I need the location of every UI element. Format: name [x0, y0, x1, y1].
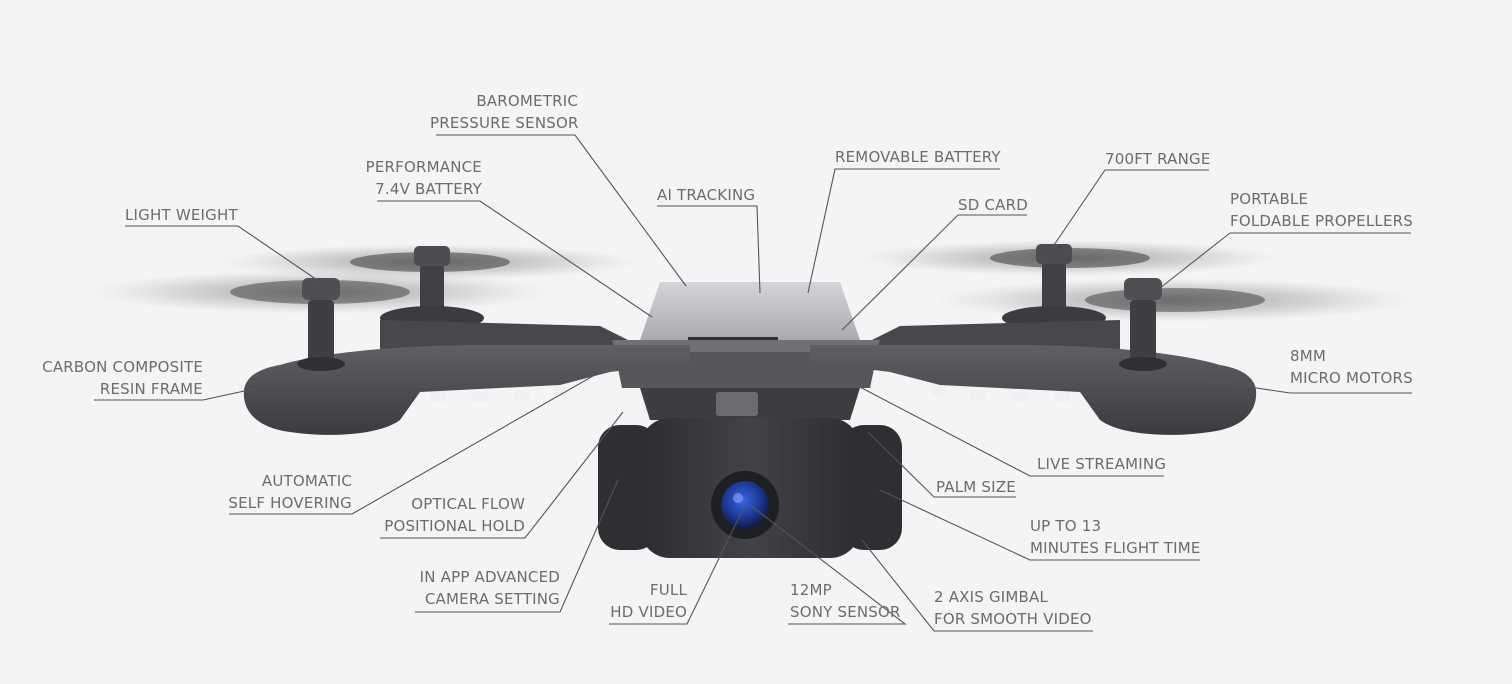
label-palm-size: PALM SIZE	[936, 478, 1016, 496]
label-micro-motors: 8MM MICRO MOTORS	[1290, 347, 1413, 387]
label-full-hd-video: FULL HD VIDEO	[610, 581, 687, 621]
frame-arm-left	[243, 345, 690, 435]
label-performance-battery: PERFORMANCE 7.4V BATTERY	[365, 158, 482, 198]
label-self-hovering: AUTOMATIC SELF HOVERING	[228, 472, 352, 512]
motor-right-front	[1119, 278, 1167, 371]
label-ai-tracking: AI TRACKING	[657, 186, 756, 204]
label-gimbal: 2 AXIS GIMBAL FOR SMOOTH VIDEO	[934, 588, 1092, 628]
camera-gimbal	[598, 418, 902, 558]
label-in-app-camera-setting: IN APP ADVANCED CAMERA SETTING	[419, 568, 560, 608]
label-light-weight: LIGHT WEIGHT	[125, 206, 238, 224]
motor-left-front	[297, 278, 345, 371]
label-optical-flow: OPTICAL FLOW POSITIONAL HOLD	[384, 495, 525, 535]
label-barometric-pressure-sensor: BAROMETRIC PRESSURE SENSOR	[430, 92, 579, 132]
label-sony-sensor: 12MP SONY SENSOR	[790, 581, 901, 621]
leader-lines	[94, 134, 1412, 632]
label-carbon-composite-frame: CARBON COMPOSITE RESIN FRAME	[42, 358, 203, 398]
label-removable-battery: REMOVABLE BATTERY	[835, 148, 1001, 166]
label-sd-card: SD CARD	[958, 196, 1028, 214]
label-flight-time: UP TO 13 MINUTES FLIGHT TIME	[1030, 517, 1201, 557]
frame-arm-right	[810, 345, 1257, 435]
label-range: 700FT RANGE	[1105, 150, 1211, 168]
label-live-streaming: LIVE STREAMING	[1037, 455, 1167, 473]
label-foldable-propellers: PORTABLE FOLDABLE PROPELLERS	[1230, 190, 1413, 230]
top-cover	[612, 282, 880, 388]
